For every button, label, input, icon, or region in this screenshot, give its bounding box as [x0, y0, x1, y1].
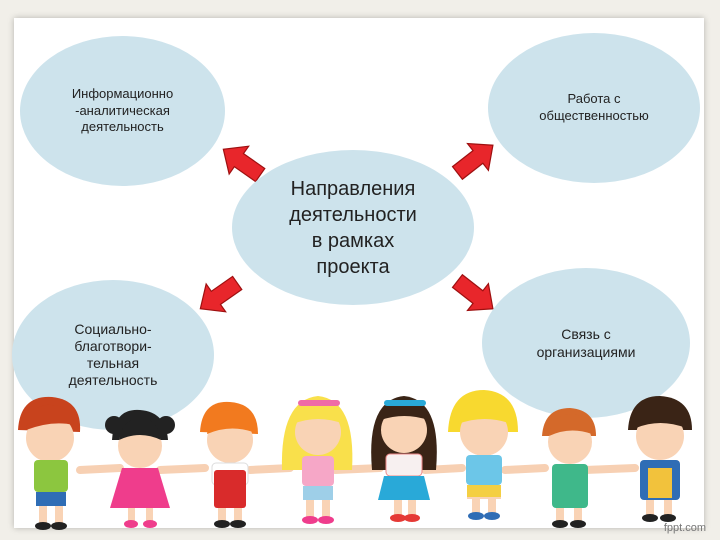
node-info-analytical: Информационно -аналитическая деятельност…	[20, 36, 225, 186]
node-organizations: Связь с организациями	[482, 268, 690, 418]
child-5-figure	[371, 396, 437, 522]
child-6-figure	[448, 390, 518, 520]
child-8-figure	[628, 396, 692, 522]
center-label: Направления деятельности в рамках проект…	[289, 177, 417, 278]
node-orgs-label: Связь с организациями	[536, 325, 636, 360]
node-public-relations: Работа с общественностью	[488, 33, 700, 183]
holding-hands	[76, 464, 639, 474]
child-4-figure	[281, 396, 353, 524]
child-3-figure	[200, 401, 258, 528]
child-2-figure	[105, 409, 175, 528]
child-1-figure	[18, 396, 81, 530]
node-public-label: Работа с общественностью	[539, 91, 649, 123]
center-node: Направления деятельности в рамках проект…	[232, 150, 474, 305]
node-info-label: Информационно -аналитическая деятельност…	[71, 86, 174, 135]
watermark: fppt.com	[663, 522, 706, 534]
child-7-figure	[542, 408, 596, 528]
node-social-label: Социально- благотвори- тельная деятельно…	[68, 321, 158, 388]
